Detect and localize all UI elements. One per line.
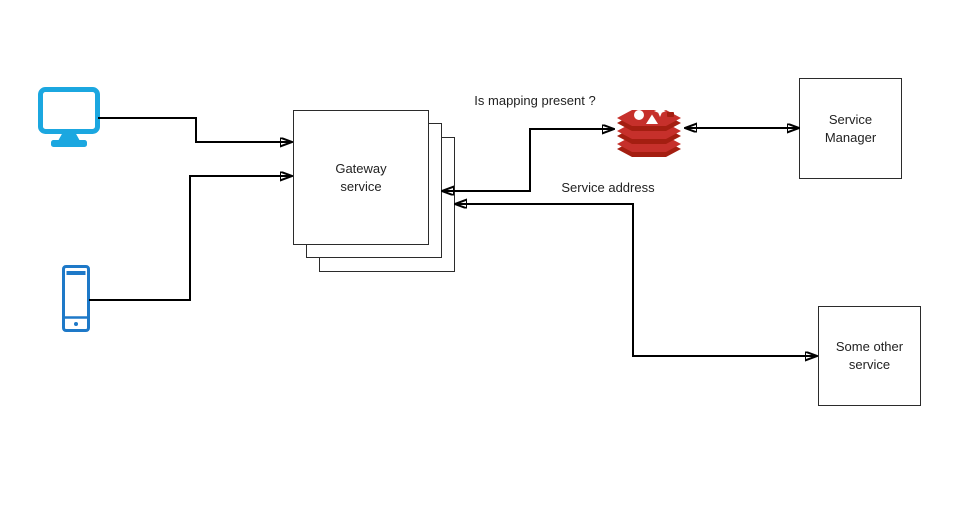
smartphone-icon: [62, 265, 90, 332]
service-manager-node: Service Manager: [799, 78, 902, 179]
edge-label-service-address: Service address: [540, 181, 676, 195]
some-other-service-label: Some other service: [835, 339, 904, 372]
desktop-monitor-icon: [38, 87, 100, 149]
redis-icon: [615, 105, 683, 157]
edge-label-is-mapping-present: Is mapping present ?: [452, 94, 618, 108]
edge-gateway-to-some-other-service: [455, 204, 817, 356]
edge-mobile-to-gateway: [89, 176, 292, 301]
edge-desktop-to-gateway: [98, 117, 292, 142]
some-other-service-node: Some other service: [818, 306, 921, 406]
service-manager-label: Service Manager: [824, 111, 877, 145]
gateway-service-label: Gateway service: [335, 160, 387, 194]
gateway-service-node: Gateway service: [293, 110, 429, 245]
